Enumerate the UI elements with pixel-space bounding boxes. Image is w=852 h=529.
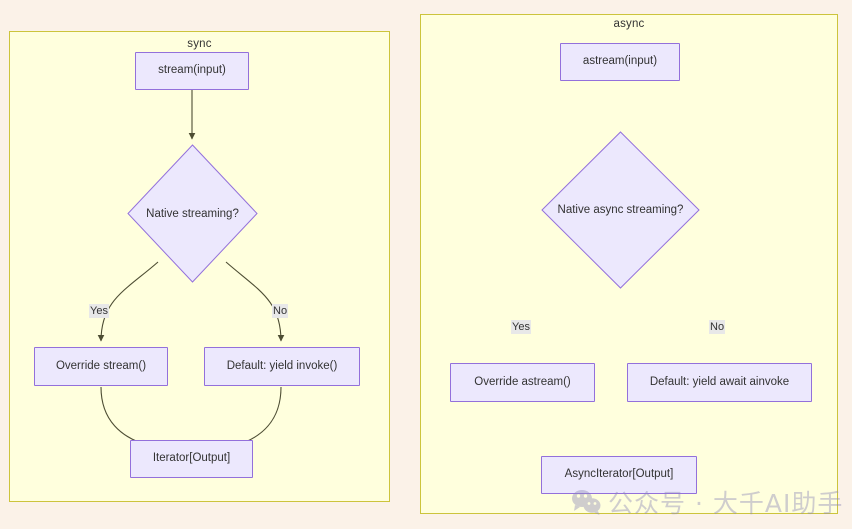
subgraph-sync-title: sync xyxy=(187,38,212,50)
node-native-streaming-decision[interactable]: Native streaming? xyxy=(127,144,258,283)
edge-label-sync-no: No xyxy=(272,304,289,318)
diamond-shape xyxy=(127,144,258,283)
node-astream-input[interactable]: astream(input) xyxy=(560,43,680,81)
subgraph-async-title: async xyxy=(613,18,645,30)
node-iterator-output[interactable]: Iterator[Output] xyxy=(130,440,253,478)
node-stream-input[interactable]: stream(input) xyxy=(135,52,249,90)
node-native-async-streaming-decision[interactable]: Native async streaming? xyxy=(541,131,700,289)
node-default-yield-invoke[interactable]: Default: yield invoke() xyxy=(204,347,360,386)
node-override-stream[interactable]: Override stream() xyxy=(34,347,168,386)
decision-label: Native async streaming? xyxy=(557,204,684,216)
decision-label: Native streaming? xyxy=(146,207,239,220)
node-asynciterator-output[interactable]: AsyncIterator[Output] xyxy=(541,456,697,494)
edge-decision-no xyxy=(225,261,285,342)
edge-label-async-yes: Yes xyxy=(511,320,531,334)
edge-label-sync-yes: Yes xyxy=(89,304,109,318)
edge-override-to-iterator xyxy=(100,386,151,448)
diamond-shape xyxy=(541,131,700,289)
node-override-astream[interactable]: Override astream() xyxy=(450,363,595,402)
edge-default-to-iterator xyxy=(233,386,282,448)
edge-decision-yes xyxy=(97,261,159,342)
node-default-yield-await-ainvoke[interactable]: Default: yield await ainvoke xyxy=(627,363,812,402)
edge-label-async-no: No xyxy=(709,320,726,334)
